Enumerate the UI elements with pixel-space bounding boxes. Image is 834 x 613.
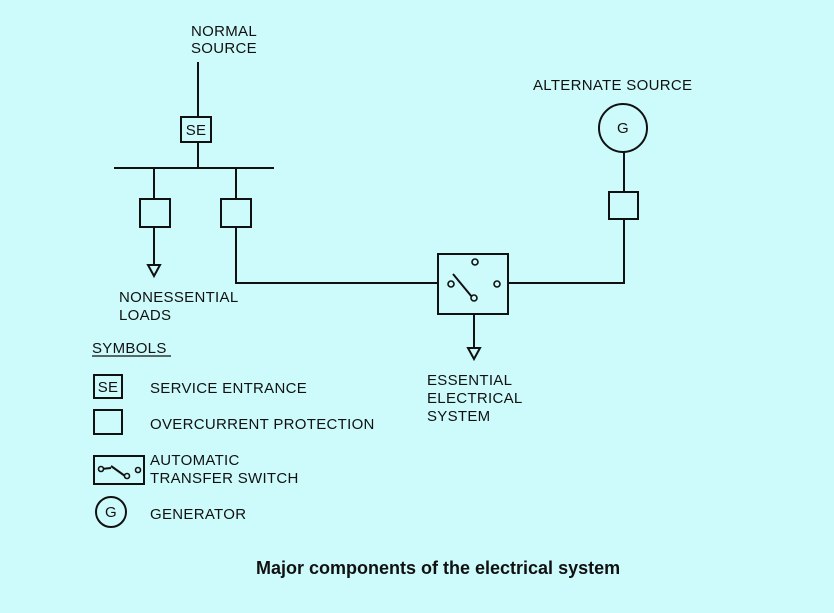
automatic-transfer-switch	[437, 253, 509, 315]
normal-source-label-line1: NORMAL	[191, 23, 257, 40]
symbols-legend: SYMBOLS SE SERVICE ENTRANCE OVERCURRENT …	[92, 340, 375, 528]
legend-service-entrance-label: SERVICE ENTRANCE	[150, 380, 307, 397]
legend-transfer-switch-contact-right	[134, 466, 142, 474]
nonessential-load-arrow	[146, 264, 162, 279]
ats-normal-contact	[447, 280, 455, 288]
nonessential-loads-label-line1: NONESSENTIAL	[119, 289, 238, 306]
alternate-overcurrent-protection	[608, 191, 639, 220]
nonessential-overcurrent-protection	[139, 198, 171, 228]
legend-transfer-switch-contact-mid	[123, 472, 131, 480]
legend-service-entrance-icon	[93, 374, 123, 399]
figure-caption: Major components of the electrical syste…	[256, 558, 620, 578]
legend-transfer-switch-icon	[93, 455, 145, 485]
legend-generator-icon-text: G	[105, 504, 117, 521]
legend-transfer-switch-contact-left	[97, 465, 105, 473]
essential-label-line1: ESSENTIAL	[427, 372, 512, 389]
service-entrance-box	[180, 116, 212, 143]
normal-source-label-line2: SOURCE	[191, 40, 257, 57]
ats-switch-blade	[452, 273, 473, 298]
legend-title: SYMBOLS	[92, 340, 167, 357]
legend-transfer-switch-label-line1: AUTOMATIC	[150, 452, 240, 469]
nonessential-loads-label-line2: LOADS	[119, 307, 171, 324]
legend-overcurrent-protection-label: OVERCURRENT PROTECTION	[150, 416, 375, 433]
service-entrance: SE	[180, 116, 212, 143]
essential-electrical-system-label: ESSENTIAL ELECTRICAL SYSTEM	[427, 372, 523, 425]
ats-common-contact	[470, 294, 478, 302]
legend-transfer-switch-blade	[110, 465, 126, 477]
generator-symbol-text: G	[617, 120, 629, 137]
legend-overcurrent-protection-icon	[93, 409, 123, 435]
normal-feed-to-ats	[235, 227, 438, 284]
service-entrance-symbol-text: SE	[186, 122, 207, 139]
legend-transfer-switch-label-line2: TRANSFER SWITCH	[150, 470, 299, 487]
legend-service-entrance-icon-text: SE	[98, 379, 119, 396]
legend-generator-label: GENERATOR	[150, 506, 246, 523]
normal-source-label: NORMAL SOURCE	[191, 23, 257, 57]
generator: G	[598, 103, 648, 153]
essential-label-line2: ELECTRICAL	[427, 390, 523, 407]
ats-top-contact	[471, 258, 479, 266]
alternate-source-label: ALTERNATE SOURCE	[533, 77, 692, 94]
essential-overcurrent-protection	[220, 198, 252, 228]
essential-label-line3: SYSTEM	[427, 408, 490, 425]
ats-alternate-contact	[493, 280, 501, 288]
essential-load-arrow	[466, 347, 482, 362]
nonessential-loads-label: NONESSENTIAL LOADS	[119, 289, 238, 324]
alternate-feed-to-ats	[508, 219, 625, 284]
legend-generator-icon	[95, 496, 127, 528]
